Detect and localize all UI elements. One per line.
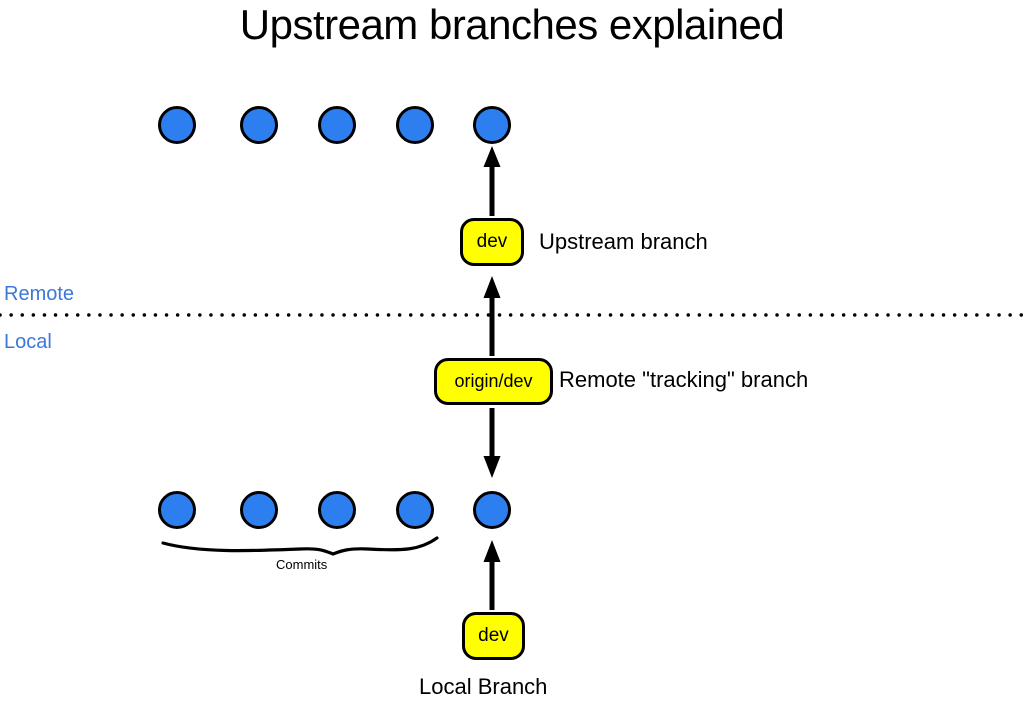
commit-node[interactable]	[158, 491, 196, 529]
arrow-local-dev-to-local-tip	[483, 540, 501, 610]
commit-node-head[interactable]	[473, 491, 511, 529]
zone-label-local: Local	[4, 331, 52, 353]
commit-node[interactable]	[158, 106, 196, 144]
label-upstream-branch: Upstream branch	[539, 229, 708, 254]
arrow-upstream-dev-to-remote-tip	[483, 146, 501, 216]
commit-node[interactable]	[396, 106, 434, 144]
branch-tag-upstream-dev[interactable]: dev	[460, 218, 524, 266]
branch-tag-origin-dev[interactable]: origin/dev	[434, 358, 553, 405]
commits-brace-label: Commits	[276, 557, 328, 572]
label-local-branch: Local Branch	[419, 674, 548, 699]
commit-node[interactable]	[240, 491, 278, 529]
page-title: Upstream branches explained	[239, 1, 785, 48]
commit-node[interactable]	[396, 491, 434, 529]
zone-label-remote: Remote	[4, 283, 75, 305]
arrow-origin-dev-to-local-tip	[483, 408, 501, 478]
commits-brace	[161, 536, 439, 556]
branch-tag-local-dev[interactable]: dev	[462, 612, 525, 660]
commit-node[interactable]	[318, 491, 356, 529]
arrow-origin-dev-to-upstream-dev	[483, 276, 501, 356]
commit-node-head[interactable]	[473, 106, 511, 144]
commit-node[interactable]	[318, 106, 356, 144]
commit-node[interactable]	[240, 106, 278, 144]
label-tracking-branch: Remote "tracking" branch	[559, 367, 809, 392]
